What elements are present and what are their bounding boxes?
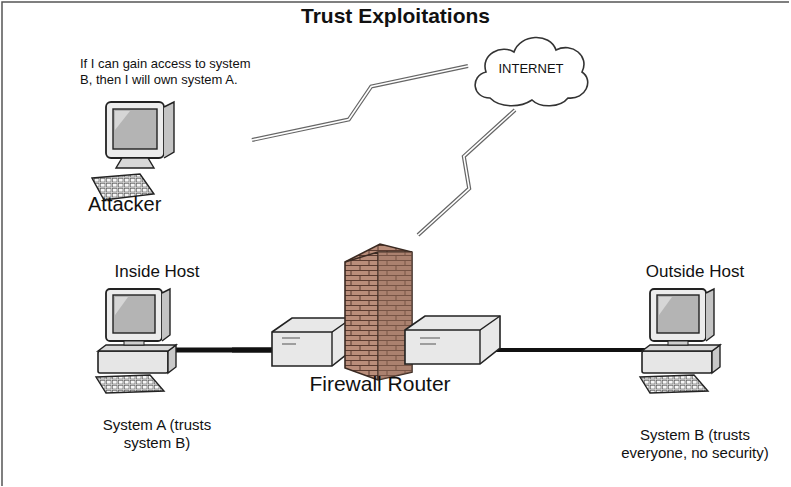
system-note: System A (trusts system B) (82, 416, 232, 452)
cloud-label: INTERNET (499, 61, 564, 77)
spacer (82, 282, 232, 416)
host-label: Inside Host (82, 262, 232, 282)
host-label: Attacker (80, 192, 252, 216)
callout-note: If I can gain access to system B, then I… (80, 56, 252, 87)
spacer (80, 87, 252, 192)
lightning-link (418, 110, 515, 235)
lightning-link (252, 66, 468, 140)
firewall-router: Firewall Router (280, 235, 480, 400)
host-label: Outside Host (606, 262, 784, 282)
spacer (280, 235, 480, 371)
device-label: Firewall Router (280, 371, 480, 396)
internet-cloud: INTERNET (468, 28, 594, 110)
spacer (606, 282, 784, 426)
outside-host: Outside HostSystem B (trusts everyone, n… (606, 262, 784, 462)
diagram-title: Trust Exploitations (0, 4, 791, 28)
inside-host: Inside HostSystem A (trusts system B) (82, 262, 232, 452)
attacker-host: If I can gain access to system B, then I… (80, 56, 252, 216)
system-note: System B (trusts everyone, no security) (606, 426, 784, 462)
